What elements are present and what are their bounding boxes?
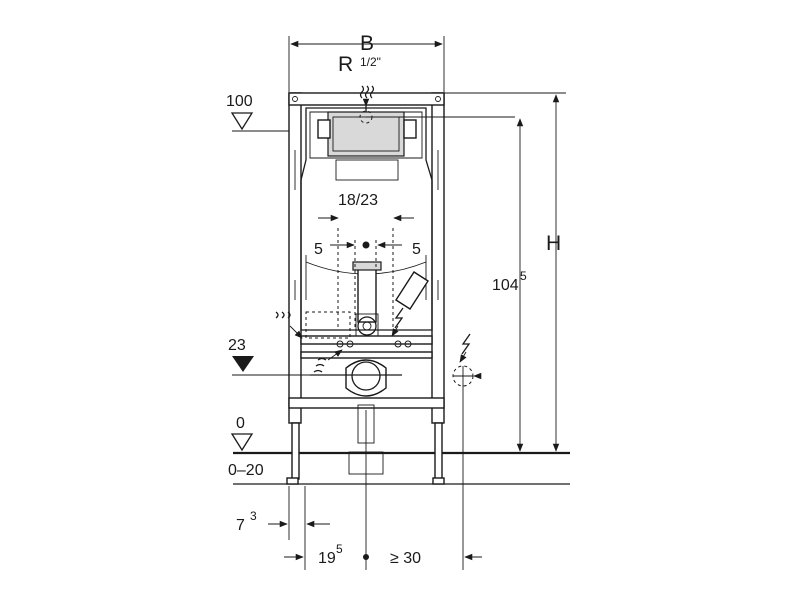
water-supply-icon xyxy=(275,311,291,319)
foot-offset-sup: 3 xyxy=(250,509,257,523)
level-marker-icon xyxy=(230,112,254,131)
level-markers: 100 23 0 0–20 xyxy=(226,93,346,479)
floor-range-label: 0–20 xyxy=(228,462,264,479)
foot-offset-label: 7 xyxy=(236,517,245,534)
offset-left-label: 5 xyxy=(314,241,323,258)
dimension-height: H xyxy=(444,92,566,454)
axis-offset-label: 19 xyxy=(318,550,336,567)
electric-connection-icon xyxy=(394,307,404,329)
inlet-spacing-label: 18/23 xyxy=(338,192,378,209)
floor-lines xyxy=(233,451,570,485)
wc-connection xyxy=(310,359,402,475)
min-distance-label: ≥ 30 xyxy=(390,550,421,567)
width-label: B xyxy=(360,32,374,55)
cistern xyxy=(300,107,433,348)
height-label: H xyxy=(546,232,561,255)
water-supply xyxy=(275,85,515,373)
water-supply-icon xyxy=(359,85,375,99)
frame-height-sup: 5 xyxy=(520,269,527,283)
level-marker-icon xyxy=(230,433,254,452)
offset-right-label: 5 xyxy=(412,241,421,258)
frame-height-label: 104 xyxy=(492,277,519,294)
water-supply-icon xyxy=(313,357,327,373)
thread-label: R xyxy=(338,53,353,76)
level-top-label: 100 xyxy=(226,93,253,110)
dimension-width: B R 1/2" xyxy=(288,32,445,92)
axis-offset-sup: 5 xyxy=(336,542,343,556)
electric-connection-icon xyxy=(461,333,471,355)
thread-fraction-label: 1/2" xyxy=(360,55,381,69)
level-marker-icon xyxy=(232,356,254,372)
electric-connection xyxy=(391,307,482,570)
bottom-dimensions: 7 3 19 5 ≥ 30 xyxy=(236,410,482,570)
level-inlet-label: 23 xyxy=(228,337,246,354)
level-floor-label: 0 xyxy=(236,415,245,432)
dimension-frame-height: 104 5 xyxy=(492,118,527,452)
dimension-inlet-spacing: 18/23 5 5 xyxy=(314,192,421,258)
installation-frame xyxy=(286,92,445,485)
